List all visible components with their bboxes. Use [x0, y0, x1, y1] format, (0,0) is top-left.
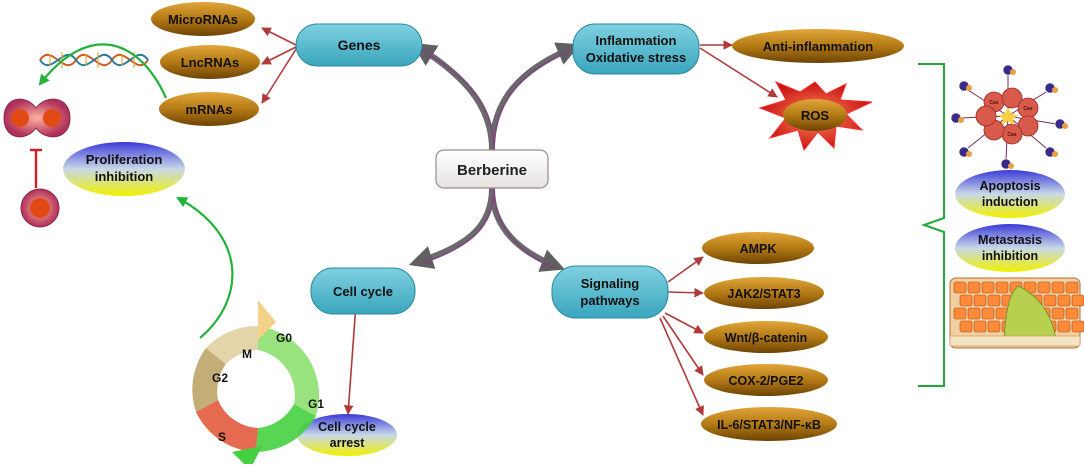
- tissue-cell: [973, 294, 987, 307]
- green-arc-cycle: [176, 196, 234, 339]
- proliferation-label-line2: inhibition: [95, 169, 154, 184]
- cell-cycle-label: Cell cycle: [333, 284, 393, 299]
- phase-g1: G1: [308, 397, 324, 411]
- tissue-cell: [1037, 281, 1051, 294]
- tissue-cell: [987, 320, 1001, 333]
- tissue-cell: [1071, 294, 1084, 307]
- caspase-label-2: Cas: [1023, 106, 1032, 112]
- phase-g2: G2: [212, 371, 228, 385]
- anti-inflammation-oval: Anti-inflammation: [732, 29, 904, 63]
- signaling-items: AMPK JAK2/STAT3 Wnt/β-catenin COX-2/PGE2…: [701, 232, 837, 441]
- metastasis-inhibition-oval: Metastasis inhibition: [955, 224, 1065, 272]
- tissue-cell: [1051, 307, 1065, 320]
- caspase-label-3: Cas: [1007, 132, 1016, 138]
- pathway-ampk: AMPK: [740, 242, 777, 256]
- phase-m: M: [242, 347, 252, 361]
- tissue-layer-icon: [949, 277, 1084, 349]
- signaling-label-line1: Signaling: [581, 276, 640, 291]
- proliferation-inhibition-oval: Proliferation inhibition: [63, 142, 185, 196]
- red-arrows: [261, 27, 778, 416]
- tissue-cell: [953, 281, 967, 294]
- pathway-cox2: COX-2/PGE2: [728, 374, 803, 388]
- caspase-label-1: Cas: [989, 100, 998, 106]
- gene-item-mrna: mRNAs: [186, 102, 233, 117]
- anti-inflammation-label: Anti-inflammation: [763, 39, 874, 54]
- gene-item-microrna: MicroRNAs: [168, 12, 238, 27]
- tissue-cell: [967, 281, 981, 294]
- signaling-label-line2: pathways: [580, 293, 639, 308]
- cell-cycle-node: Cell cycle: [310, 267, 416, 315]
- pathway-wnt: Wnt/β-catenin: [725, 331, 808, 345]
- tissue-cell: [1065, 307, 1079, 320]
- tissue-cell: [1065, 281, 1079, 294]
- inflammation-node: Inflammation Oxidative stress: [572, 23, 700, 75]
- green-arc-top: [38, 43, 168, 99]
- arrest-label-line2: arrest: [330, 436, 366, 450]
- phase-s: S: [218, 430, 226, 444]
- apoptosis-induction-oval: Apoptosis induction: [955, 170, 1065, 218]
- inflammation-label-line2: Oxidative stress: [586, 50, 686, 65]
- tissue-cell: [1051, 281, 1065, 294]
- apoptosis-label-line2: induction: [982, 195, 1038, 209]
- inhibition-bar-icon: [30, 148, 42, 188]
- apoptosis-label-line1: Apoptosis: [979, 179, 1040, 193]
- dividing-cell-icon: [3, 98, 71, 138]
- arrest-label-line1: Cell cycle: [318, 420, 376, 434]
- arrow-to-genes: [411, 42, 495, 153]
- berberine-node: Berberine: [435, 149, 549, 189]
- tissue-cell: [981, 281, 995, 294]
- ros-label: ROS: [801, 108, 830, 123]
- pathway-il6: IL-6/STAT3/NF-κB: [717, 418, 821, 432]
- genes-label: Genes: [338, 37, 381, 53]
- tissue-cell: [1057, 320, 1071, 333]
- cell-cycle-wheel: G0 G1 S G2 M: [192, 300, 324, 469]
- tissue-cell: [1043, 294, 1057, 307]
- single-cell-icon: [20, 188, 60, 228]
- pathway-jak2-stat3: JAK2/STAT3: [727, 287, 800, 301]
- ros-burst: ROS: [758, 80, 873, 152]
- proliferation-label-line1: Proliferation: [86, 152, 163, 167]
- phase-g0: G0: [276, 331, 292, 345]
- central-connector-highlights: [419, 49, 571, 269]
- tissue-cell: [967, 307, 981, 320]
- tissue-cell: [973, 320, 987, 333]
- signaling-node: Signaling pathways: [551, 265, 669, 319]
- tissue-cell: [1057, 294, 1071, 307]
- arrow-to-cell-cycle: [408, 185, 495, 269]
- cell-cycle-arrest-oval: Cell cycle arrest: [297, 414, 397, 456]
- berberine-label: Berberine: [457, 162, 527, 179]
- tissue-cell: [953, 307, 967, 320]
- outcome-bracket: [918, 63, 945, 387]
- tissue-cell: [959, 294, 973, 307]
- arrow-to-signaling: [489, 185, 565, 272]
- tissue-cell: [987, 294, 1001, 307]
- gene-items: MicroRNAs LncRNAs mRNAs: [151, 2, 260, 126]
- tissue-cell: [995, 281, 1009, 294]
- tissue-cell: [959, 320, 973, 333]
- caspase-cluster-icon: Cas Cas Cas: [950, 64, 1068, 170]
- inflammation-label-line1: Inflammation: [596, 33, 677, 48]
- arrow-to-inflammation: [489, 42, 581, 153]
- metastasis-label-line2: inhibition: [982, 249, 1038, 263]
- genes-node: Genes: [295, 23, 423, 67]
- tissue-cell: [1071, 320, 1084, 333]
- metastasis-label-line1: Metastasis: [978, 233, 1042, 247]
- gene-item-lncrna: LncRNAs: [181, 55, 240, 70]
- tissue-cell: [981, 307, 995, 320]
